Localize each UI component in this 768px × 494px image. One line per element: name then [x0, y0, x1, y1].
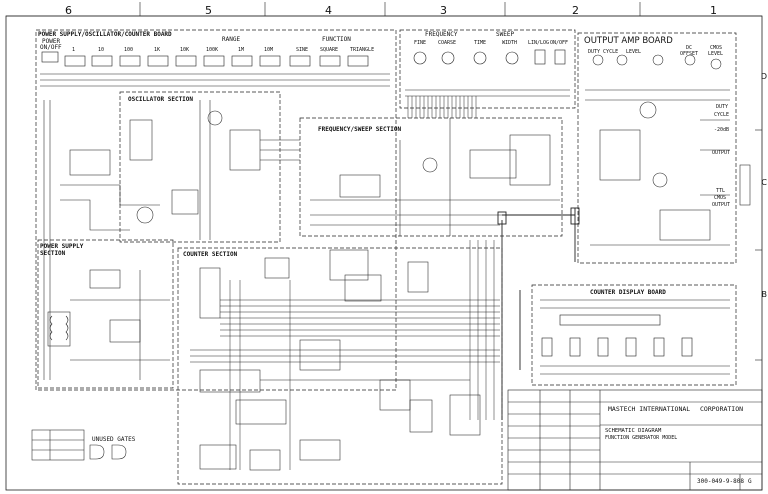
minus-20db-label: -20dB [714, 127, 730, 133]
time-label: TIME [474, 40, 487, 46]
power-onoff-label: ON/OFF [40, 44, 62, 51]
row-marker-d: D [760, 72, 767, 81]
cmos-out-label: CMOS [714, 195, 727, 201]
zone-label-2: 2 [572, 4, 579, 17]
row-marker-b: B [761, 290, 768, 299]
row-marker-c: C [761, 178, 767, 187]
range-step-1m: 1M [238, 47, 245, 53]
power-supply-section-title-2: SECTION [40, 250, 66, 257]
ttl-label: TTL [716, 188, 726, 194]
power-supply-section-title-1: POWER SUPPLY [40, 243, 84, 250]
unused-gates-label: UNUSED GATES [92, 436, 136, 443]
sweep-label: SWEEP [496, 31, 515, 38]
zone-label-6: 6 [65, 4, 72, 17]
zone-label-4: 4 [325, 4, 332, 17]
power-board-title: POWER SUPPLY/OSCILLATOR/COUNTER BOARD [38, 31, 172, 38]
duty-label: DUTY [716, 104, 729, 110]
lin-log-label: LIN/LOG [528, 40, 550, 46]
range-step-1: 1 [72, 47, 76, 53]
zone-label-3: 3 [440, 4, 447, 17]
zone-label-1: 1 [710, 4, 717, 17]
dc-label: DC [686, 45, 693, 51]
level-label: LEVEL [626, 49, 642, 55]
revision-label: G [748, 478, 752, 485]
range-step-10k: 10K [180, 47, 190, 53]
range-step-100: 100 [124, 47, 134, 53]
power-label: POWER [42, 38, 61, 45]
range-step-100k: 100K [206, 47, 219, 53]
function-square: SQUARE [320, 47, 339, 53]
width-label: WIDTH [502, 40, 518, 46]
zone-label-5: 5 [205, 4, 212, 17]
duty-cycle-label: DUTY CYCLE [588, 49, 619, 55]
range-label: RANGE [222, 36, 241, 43]
coarse-label: COARSE [438, 40, 457, 46]
counter-section-title: COUNTER SECTION [183, 251, 238, 258]
model-line: FUNCTION GENERATOR MODEL [605, 435, 678, 441]
company-name: MASTECH INTERNATIONAL [608, 405, 691, 413]
frequency-label: FREQUENCY [425, 31, 458, 38]
corporation-label: CORPORATION [700, 405, 744, 413]
document-number: 300-049-9-808 [697, 478, 744, 485]
range-step-10: 10 [98, 47, 105, 53]
function-label: FUNCTION [322, 36, 351, 43]
function-triangle: TRIANGLE [350, 47, 375, 53]
drawing-title: SCHEMATIC DIAGRAM [605, 428, 662, 434]
range-step-1k: 1K [154, 47, 161, 53]
fine-label: FINE [414, 40, 427, 46]
cmos-label: CMOS [710, 45, 723, 51]
counter-display-title: COUNTER DISPLAY BOARD [590, 289, 666, 296]
function-sine: SINE [296, 47, 309, 53]
oscillator-section-title: OSCILLATOR SECTION [128, 96, 194, 103]
output-label: OUTPUT [712, 150, 731, 156]
output2-label: OUTPUT [712, 202, 731, 208]
output-amp-title: OUTPUT AMP BOARD [584, 36, 673, 46]
sweep-onoff-label: ON/OFF [550, 40, 569, 46]
range-step-10m: 10M [264, 47, 274, 53]
freq-sweep-section-title: FREQUENCY/SWEEP SECTION [318, 126, 402, 133]
offset-label: OFFSET [680, 51, 699, 57]
cmos-level-label: LEVEL [708, 51, 724, 57]
cycle-label: CYCLE [714, 112, 730, 118]
